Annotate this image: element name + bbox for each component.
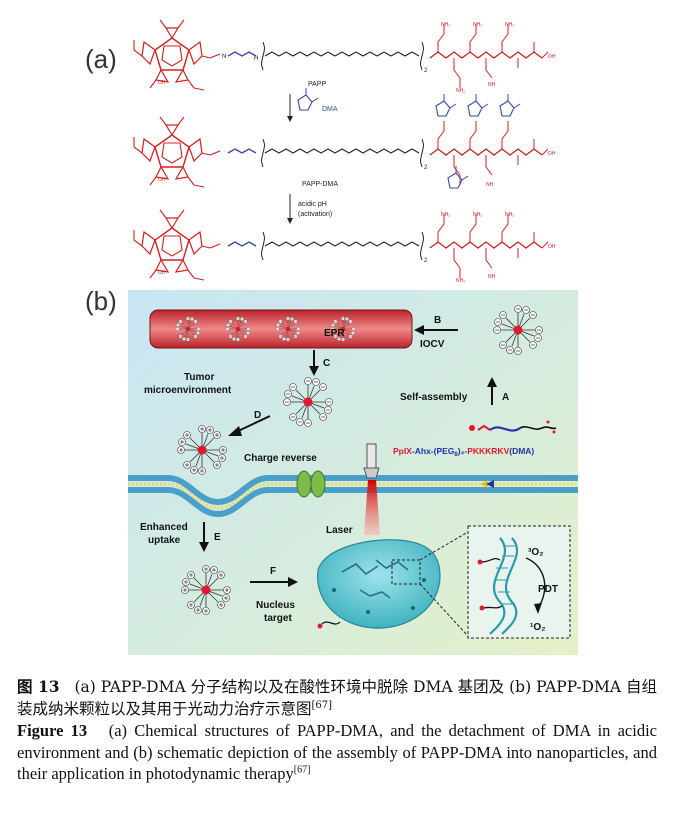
amine-label: NH₂ [441,22,450,28]
blood-vessel [149,309,413,349]
molecule-papp-dma: 2 OH NH OH PAPP-DMA [133,93,556,189]
step-a-label: A [502,392,509,403]
svg-text:NH: NH [488,274,496,280]
iocv-label: IOCV [420,339,445,350]
svg-text:NH: NH [486,182,494,188]
reaction-arrow-dma: DMA [287,87,338,122]
molecule-label-papp-dma: PAPP-DMA [302,181,338,188]
svg-text:OH: OH [548,244,556,250]
molecule-label-papp: PAPP [308,81,326,88]
nucleus-label: Nucleus [256,600,295,611]
caption-en-ref: [67] [293,764,311,776]
reaction-arrow-acidic: acidic pH (activation) [287,194,332,224]
figure-caption: 图 13 (a) PAPP-DMA 分子结构以及在酸性环境中脱除 DMA 基团及… [17,676,657,785]
uptake-label: uptake [148,535,181,546]
nucleus [316,539,441,629]
svg-text:2: 2 [424,258,428,264]
caption-zh-label: 图 13 [17,677,60,696]
target-label: target [264,613,292,624]
papp-dma-molecule-icon [469,420,557,434]
enhanced-label: Enhanced [140,522,188,533]
svg-text:NH: NH [488,82,496,88]
step-b-label: B [434,315,441,326]
svg-text:NH₂: NH₂ [473,22,482,28]
amide-n-label: N [222,54,226,60]
svg-text:NH₂: NH₂ [441,212,450,218]
reagent-dma-label: DMA [322,106,338,113]
microenvironment-label: microenvironment [144,385,232,396]
laser-label: Laser [326,525,353,536]
step-c-label: C [323,358,330,369]
svg-text:OH: OH [548,54,556,60]
panel-b-label: (b) [85,286,117,316]
repeat-subscript-2: 2 [424,68,428,74]
caption-zh-text: (a) PAPP-DMA 分子结构以及在酸性环境中脱除 DMA 基团及 (b) … [17,678,658,718]
svg-text:NH₂: NH₂ [505,22,514,28]
caption-zh-ref: [67] [311,699,333,711]
svg-text:2: 2 [424,165,428,171]
cell-membrane [128,470,578,518]
epr-label: EPR [324,328,345,339]
molecule-papp-activated: 2 OH NH₂ NH₂ NH₂ NH₂ NH OH [133,209,556,284]
caption-en-label: Figure 13 [17,721,88,740]
acid-label: OH [158,80,166,86]
svg-text:NH₂: NH₂ [456,88,465,94]
condition-line-2: (activation) [298,211,332,218]
step-e-label: E [214,532,221,543]
svg-text:NH₂: NH₂ [505,212,514,218]
pdt-inset [467,525,571,639]
svg-text:OH: OH [158,177,166,183]
triplet-oxygen-label: ³O₂ [528,547,544,558]
caption-en-text: (a) Chemical structures of PAPP-DMA, and… [17,721,657,783]
condition-line-1: acidic pH [298,201,327,208]
panel-b-schematic: EPR B IOCV C Tumor microenvironment Self… [128,290,578,655]
caption-english: Figure 13 (a) Chemical structures of PAP… [17,720,657,785]
caption-chinese: 图 13 (a) PAPP-DMA 分子结构以及在酸性环境中脱除 DMA 基团及… [17,676,657,720]
svg-text:NH₂: NH₂ [456,278,465,284]
panel-a-label: (a) [85,44,117,74]
pdt-label: PDT [538,584,558,595]
svg-text:OH: OH [158,270,166,276]
svg-text:H: H [254,56,258,62]
step-f-label: F [270,566,276,577]
panel-a-chemical-structures: N H 2 OH NH₂ NH₂ NH₂ NH₂ NH OH PAPP DMA … [133,19,556,284]
step-d-label: D [254,410,261,421]
self-assembly-label: Self-assembly [400,392,468,403]
singlet-oxygen-label: ¹O₂ [530,622,546,633]
molecule-papp: N H 2 OH NH₂ NH₂ NH₂ NH₂ NH OH PAPP [133,19,556,94]
laser-icon [363,443,380,535]
tumor-label: Tumor [184,372,214,383]
svg-text:NH₂: NH₂ [473,212,482,218]
svg-text:OH: OH [548,151,556,157]
charge-reverse-label: Charge reverse [244,453,317,464]
molecule-formula: PpIX-Ahx-(PEG8)₂-PKKKRKV(DMA) [393,446,534,458]
